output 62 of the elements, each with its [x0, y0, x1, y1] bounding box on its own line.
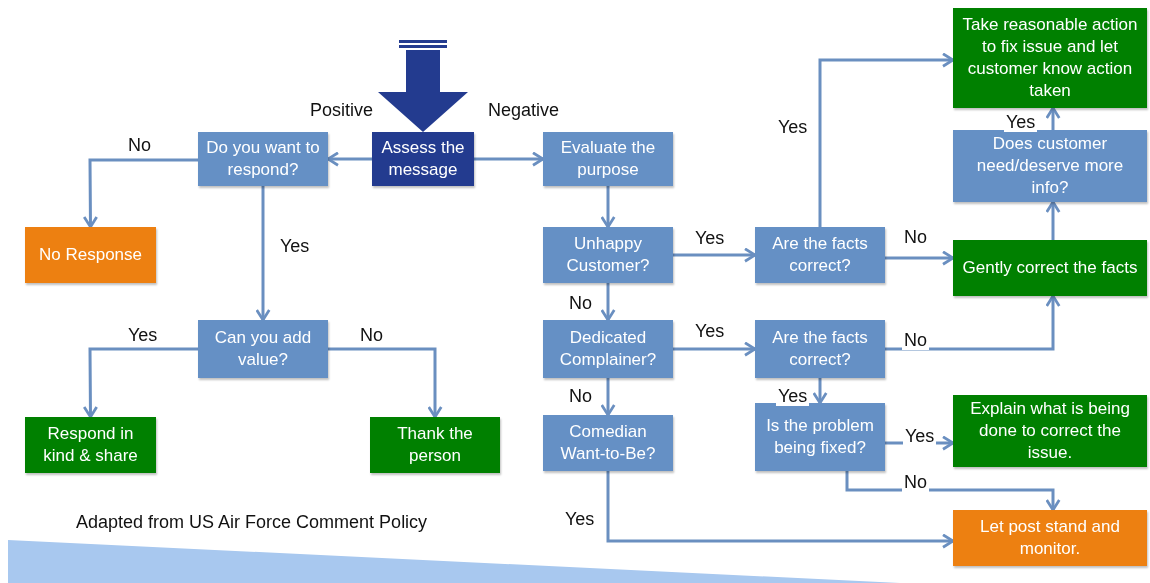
node-text: Are the facts correct? — [771, 327, 869, 371]
arrow — [1045, 106, 1061, 130]
outcome-box — [953, 8, 1147, 108]
edge-label: Yes — [1004, 112, 1038, 132]
node-text: Take reasonable action to fix issue and let customer know action taken — [961, 14, 1139, 102]
arrow — [606, 471, 955, 549]
arrow — [600, 283, 616, 322]
node-text: Assess the message — [380, 137, 466, 181]
outcome-box — [370, 417, 500, 473]
node-text: Dedicated Complainer? — [558, 327, 658, 371]
decision-box — [372, 132, 474, 186]
block-arrow — [378, 50, 468, 132]
node-text: Does customer need/deserve more info? — [975, 133, 1125, 199]
outcome-box — [953, 395, 1147, 467]
node-text: Is the problem being fixed? — [765, 415, 875, 459]
arrow — [82, 158, 198, 229]
node-text: Comedian Want-to-Be? — [559, 421, 657, 465]
arrow — [885, 294, 1061, 351]
decision-box — [543, 227, 673, 283]
arrow — [1045, 200, 1061, 240]
outcome-box — [25, 227, 156, 283]
arrow — [328, 347, 443, 419]
node-text: Evaluate the purpose — [559, 137, 657, 181]
decision-box — [198, 132, 328, 186]
node-text: Let post stand and monitor. — [979, 516, 1121, 560]
decision-box — [953, 130, 1147, 202]
arrow — [673, 247, 757, 263]
edge-label: Negative — [486, 100, 562, 120]
node-text: Thank the person — [396, 423, 474, 467]
arrow — [474, 151, 545, 167]
outcome-box — [953, 240, 1147, 296]
arrow — [255, 186, 271, 322]
edge-label: No — [902, 472, 929, 492]
arrow — [845, 471, 1061, 512]
arrow — [818, 52, 955, 227]
arrow — [600, 378, 616, 417]
node-text: Are the facts correct? — [771, 233, 869, 277]
arrow — [885, 250, 955, 266]
node-text: No Response — [39, 244, 142, 266]
decision-box — [755, 403, 885, 471]
arrow — [673, 341, 757, 357]
edge-label: No — [902, 330, 929, 350]
node-text: Do you want to respond? — [205, 137, 321, 181]
outcome-box — [953, 510, 1147, 566]
arrow — [82, 347, 198, 419]
decision-box — [755, 227, 885, 283]
decision-box — [543, 415, 673, 471]
decision-box — [543, 132, 673, 186]
node-text: Explain what is being done to correct the issue. — [969, 398, 1131, 464]
decision-box — [543, 320, 673, 378]
node-text: Unhappy Customer? — [565, 233, 651, 277]
outcome-box — [25, 417, 156, 473]
decision-box — [198, 320, 328, 378]
arrow — [812, 378, 828, 405]
source-note: Adapted from US Air Force Comment Policy — [76, 512, 428, 533]
node-text: Gently correct the facts — [962, 257, 1138, 279]
arrow — [600, 186, 616, 229]
edge-label: Yes — [776, 386, 810, 406]
edge-label: Yes — [903, 426, 937, 446]
node-text: Respond in kind & share — [42, 423, 139, 467]
node-text: Can you add value? — [213, 327, 313, 371]
decision-box — [755, 320, 885, 378]
